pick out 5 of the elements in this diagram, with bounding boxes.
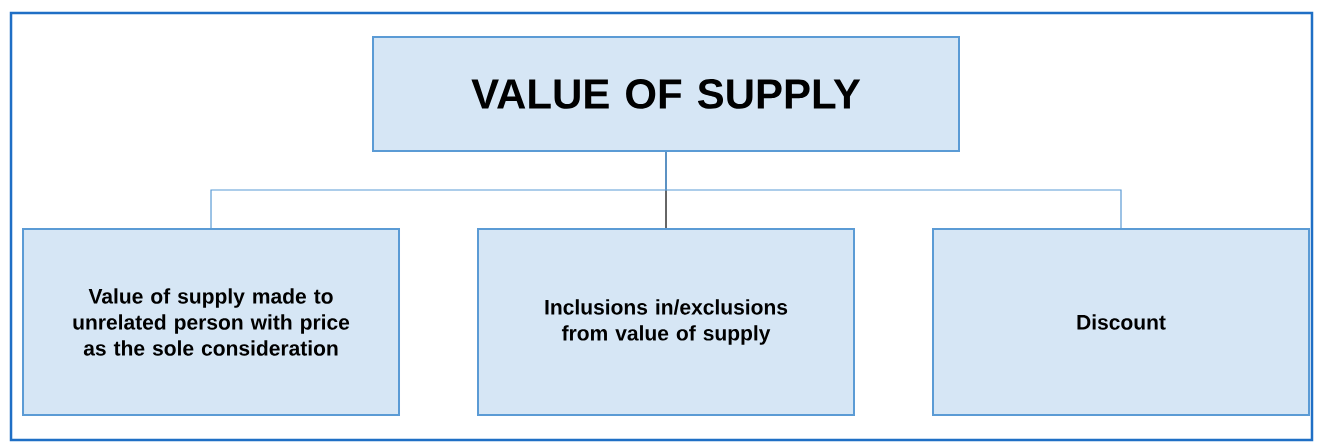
category-box: Discount <box>932 228 1310 416</box>
connector-line <box>665 151 1122 229</box>
category-box: Inclusions in/exclusions from value of supply <box>477 228 855 416</box>
title-box: VALUE OF SUPPLY <box>372 36 960 152</box>
category-box: Value of supply made to unrelated person with price as the sole consideration <box>22 228 400 416</box>
